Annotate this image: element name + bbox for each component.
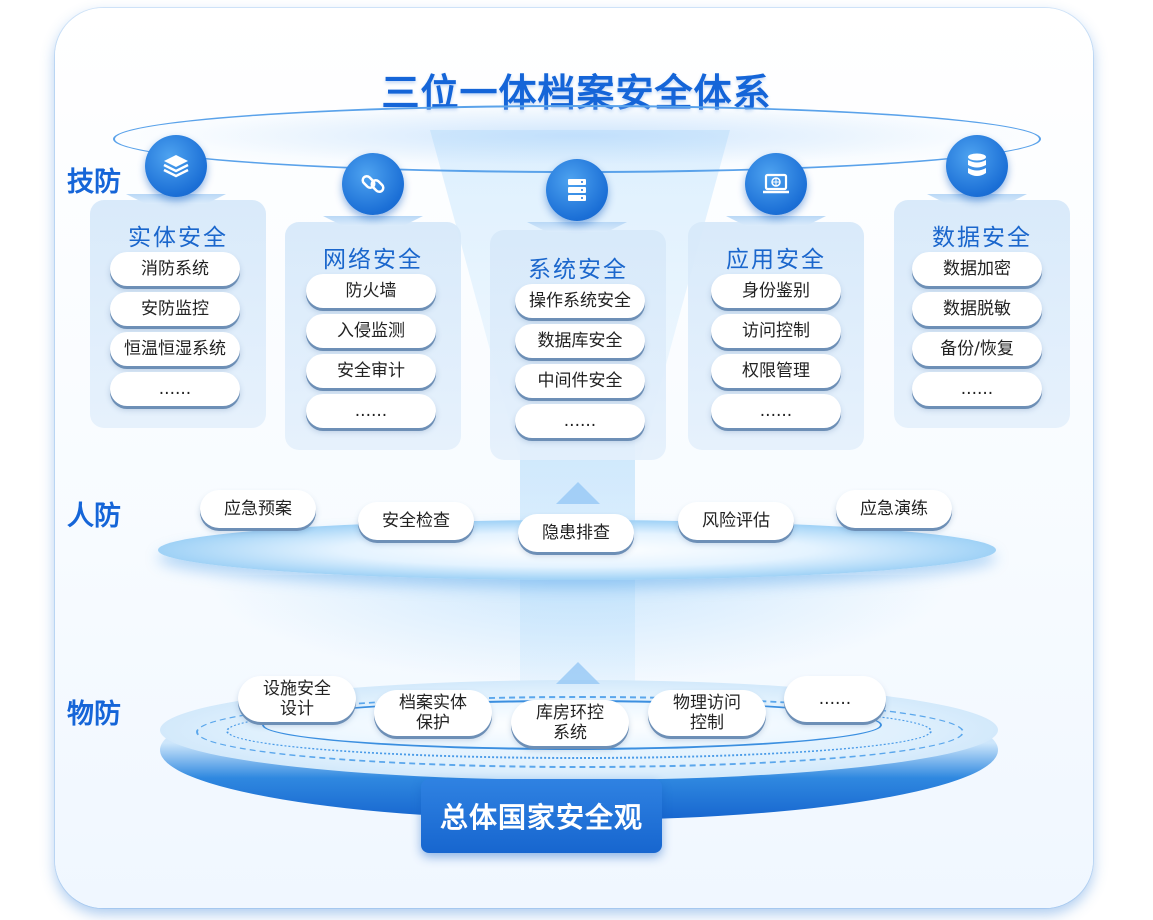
physical-item-line2: 系统 [553,723,587,743]
icon-pedestal [726,216,826,226]
icon-pedestal [126,194,226,204]
layer-label-physical: 物防 [67,699,121,730]
icon-pedestal [527,222,627,232]
list-item: ...... [110,372,240,406]
server-icon [546,159,608,221]
panel-title: 实体安全 [128,225,228,251]
list-item: 中间件安全 [515,364,645,398]
physical-item-line2: 控制 [690,713,724,733]
physical-item-line1: 物理访问 [673,692,741,713]
stack-layers-icon [145,135,207,197]
list-item: 防火墙 [306,274,436,308]
arrow-up-icon [556,662,600,684]
list-item: 身份鉴别 [711,274,841,308]
list-item: 安全审计 [306,354,436,388]
human-item: 隐患排查 [518,514,634,552]
chain-link-icon [342,153,404,215]
list-item: 安防监控 [110,292,240,326]
physical-item-line1: 设施安全 [263,678,331,699]
panel-title: 网络安全 [323,247,423,273]
layer-label-human: 人防 [67,501,121,532]
human-item: 安全检查 [358,502,474,540]
list-item: 数据库安全 [515,324,645,358]
panel-title: 系统安全 [528,257,628,283]
list-item: 入侵监测 [306,314,436,348]
foundation-label: 总体国家安全观 [421,779,662,853]
physical-item: 库房环控 系统 [511,700,629,746]
list-item: 备份/恢复 [912,332,1042,366]
panel-title: 应用安全 [726,247,826,273]
icon-pedestal [927,194,1027,204]
physical-item: 档案实体 保护 [374,690,492,736]
human-item: 应急预案 [200,490,316,528]
physical-item-line1: 库房环控 [536,702,604,723]
laptop-globe-icon [745,153,807,215]
human-item: 风险评估 [678,502,794,540]
physical-item-line1: ...... [818,688,852,709]
physical-item-line2: 设计 [280,699,314,719]
list-item: 操作系统安全 [515,284,645,318]
list-item: ...... [515,404,645,438]
dashed-ring [196,696,964,768]
physical-item-line2: 保护 [416,713,450,733]
physical-item: 设施安全 设计 [238,676,356,722]
list-item: 恒温恒湿系统 [110,332,240,366]
list-item: 数据加密 [912,252,1042,286]
arrow-up-icon [556,482,600,504]
database-icon [946,135,1008,197]
list-item: ...... [711,394,841,428]
panel-title: 数据安全 [932,225,1032,251]
physical-item-line1: 档案实体 [399,692,467,713]
list-item: 访问控制 [711,314,841,348]
human-item: 应急演练 [836,490,952,528]
layer-label-tech: 技防 [67,167,121,198]
icon-pedestal [323,216,423,226]
list-item: 权限管理 [711,354,841,388]
physical-item: 物理访问 控制 [648,690,766,736]
list-item: 数据脱敏 [912,292,1042,326]
list-item: ...... [912,372,1042,406]
list-item: 消防系统 [110,252,240,286]
physical-item: ...... [784,676,886,722]
list-item: ...... [306,394,436,428]
